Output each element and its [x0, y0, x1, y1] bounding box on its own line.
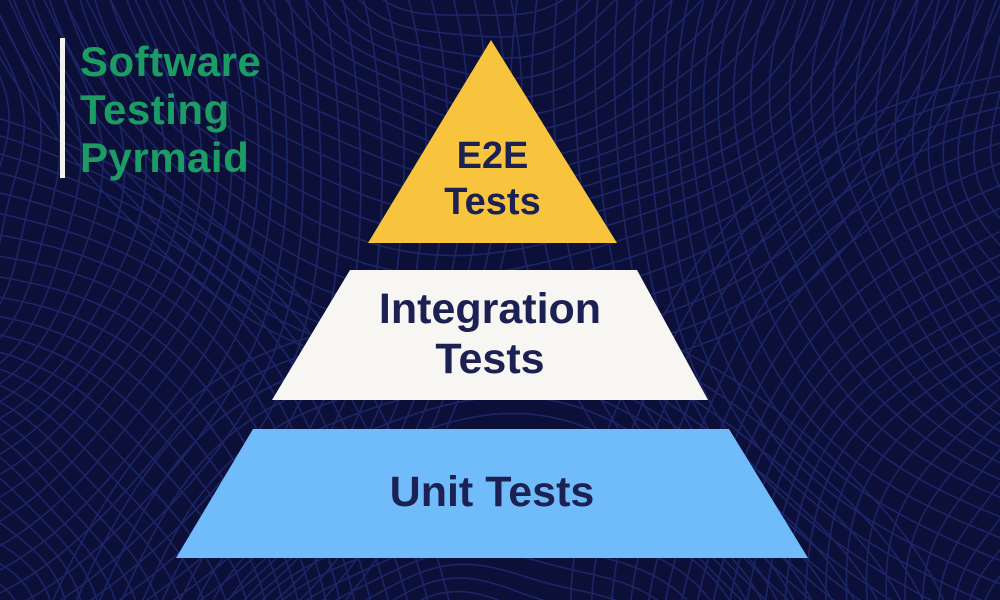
- label-line: Tests: [435, 335, 545, 383]
- page-title-line: Testing: [80, 86, 230, 133]
- label-line: E2E: [456, 135, 529, 177]
- label-line: Tests: [444, 181, 541, 223]
- page-title: Software Testing Pyrmaid: [80, 38, 261, 182]
- title-accent-bar: [60, 38, 65, 178]
- label-e2e-tests: E2E Tests: [368, 133, 617, 225]
- pyramid-level-integration: [272, 270, 708, 400]
- pyramid-level-e2e: [368, 40, 617, 243]
- title-block: Software Testing Pyrmaid: [60, 38, 261, 182]
- label-line: Integration: [378, 285, 602, 333]
- pyramid-level-unit: [176, 429, 808, 558]
- label-integration-tests: Integration Tests: [272, 284, 708, 384]
- label-line: Unit Tests: [389, 468, 595, 516]
- page-title-line: Pyrmaid: [80, 134, 250, 181]
- label-unit-tests: Unit Tests: [176, 467, 808, 517]
- page-title-line: Software: [80, 38, 262, 85]
